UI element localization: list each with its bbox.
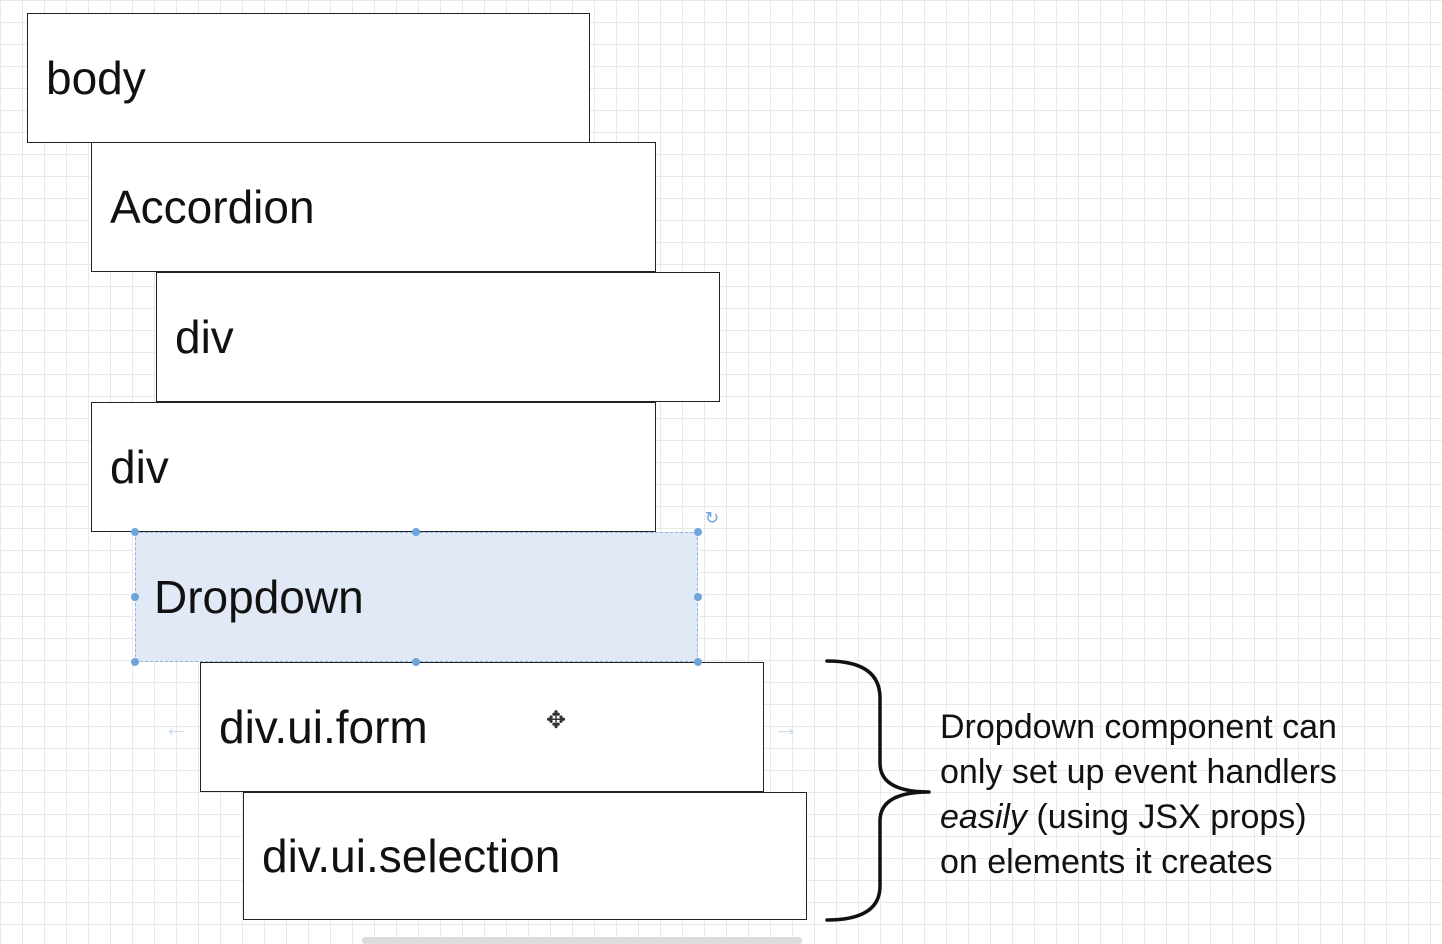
resize-handle-right[interactable] bbox=[694, 593, 702, 601]
curly-brace-icon bbox=[825, 659, 931, 922]
accordion-box-label: Accordion bbox=[110, 181, 315, 233]
div-ui-form-box[interactable]: div.ui.form bbox=[200, 662, 764, 792]
resize-handle-left[interactable] bbox=[131, 593, 139, 601]
annotation-line-2: only set up event handlers bbox=[940, 753, 1337, 791]
body-box[interactable]: body bbox=[27, 13, 590, 143]
annotation-emphasis: easily bbox=[940, 798, 1027, 836]
horizontal-scrollbar[interactable] bbox=[362, 937, 802, 944]
div-ui-selection-box[interactable]: div.ui.selection bbox=[243, 792, 807, 920]
resize-handle-top-left[interactable] bbox=[131, 528, 139, 536]
div-box-inner[interactable]: div bbox=[156, 272, 720, 402]
resize-handle-bottom[interactable] bbox=[412, 658, 420, 666]
resize-handle-top-right[interactable] bbox=[694, 528, 702, 536]
move-cursor-icon: ✥ bbox=[545, 707, 567, 734]
div-box-outer[interactable]: div bbox=[91, 402, 656, 532]
div-box-inner-label: div bbox=[175, 311, 234, 363]
annotation-line-1: Dropdown component can bbox=[940, 708, 1337, 746]
annotation-line-4: on elements it creates bbox=[940, 843, 1273, 881]
div-ui-form-box-label: div.ui.form bbox=[219, 701, 428, 753]
accordion-box[interactable]: Accordion bbox=[91, 142, 656, 272]
annotation-line-3: easily (using JSX props) bbox=[940, 795, 1420, 840]
annotation-text: Dropdown component can only set up event… bbox=[940, 705, 1420, 885]
body-box-label: body bbox=[46, 52, 146, 104]
resize-handle-bottom-left[interactable] bbox=[131, 658, 139, 666]
annotation-line-3-rest: (using JSX props) bbox=[1026, 798, 1307, 836]
div-box-outer-label: div bbox=[110, 441, 169, 493]
resize-handle-top[interactable] bbox=[412, 528, 420, 536]
rotate-icon[interactable]: ↻ bbox=[704, 508, 720, 528]
resize-arrow-left-icon: ← bbox=[163, 712, 189, 742]
resize-handle-bottom-right[interactable] bbox=[694, 658, 702, 666]
div-ui-selection-box-label: div.ui.selection bbox=[262, 830, 561, 882]
resize-arrow-right-icon: → bbox=[773, 712, 799, 742]
dropdown-box[interactable]: Dropdown bbox=[135, 532, 698, 662]
dropdown-box-label: Dropdown bbox=[154, 571, 364, 623]
